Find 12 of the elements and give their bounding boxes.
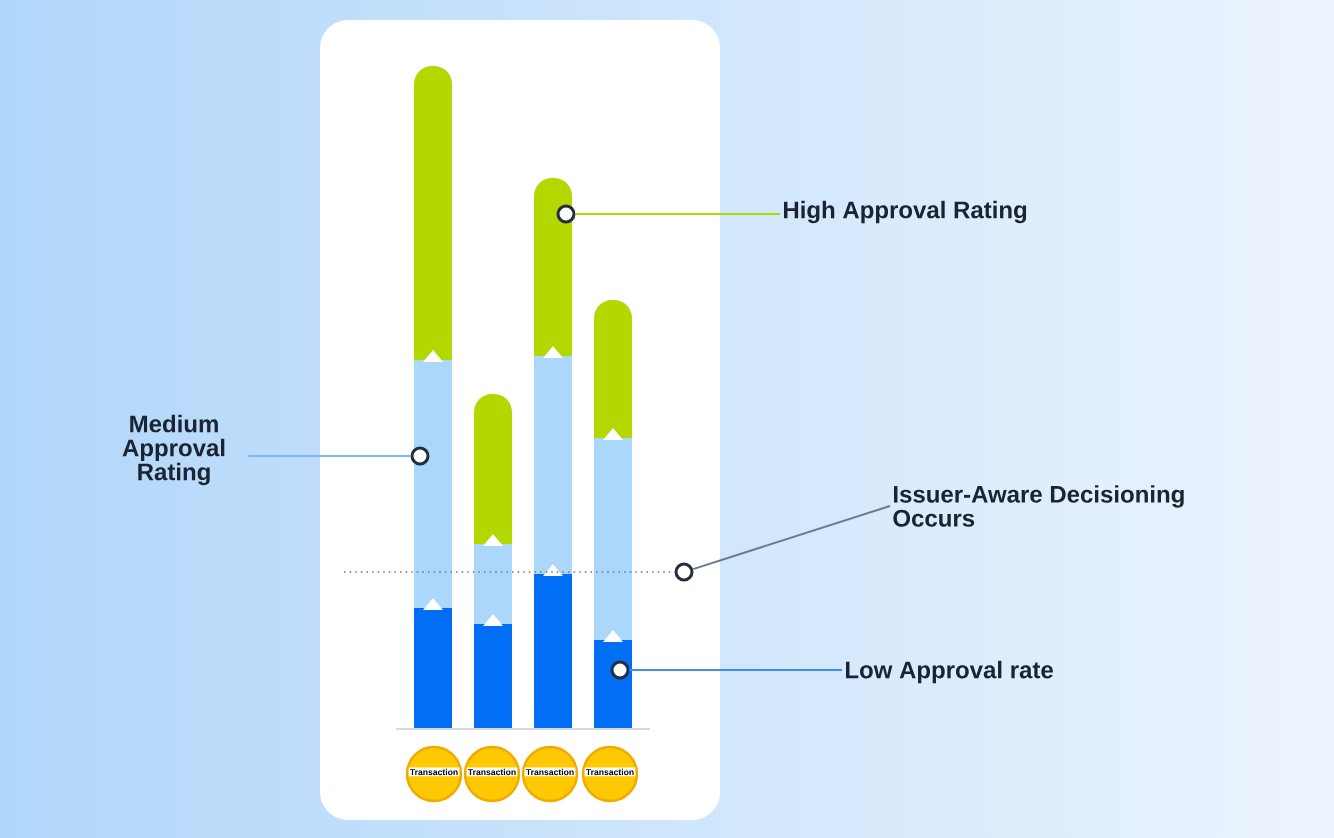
leader-line	[247, 455, 412, 457]
ring-marker	[410, 446, 430, 466]
leader-line	[628, 669, 843, 671]
callout-label: Low Approval rate	[846, 660, 1053, 684]
callout-label: Issuer-Aware Decisioning Occurs	[893, 485, 1184, 527]
callout-label: Medium Approval Rating	[122, 414, 225, 486]
ring-marker	[610, 660, 630, 680]
ring-marker	[556, 204, 576, 224]
leader-line	[692, 505, 891, 571]
ring-marker	[674, 562, 694, 582]
leader-line	[574, 213, 781, 215]
callout-label: High Approval Rating	[784, 200, 1027, 224]
